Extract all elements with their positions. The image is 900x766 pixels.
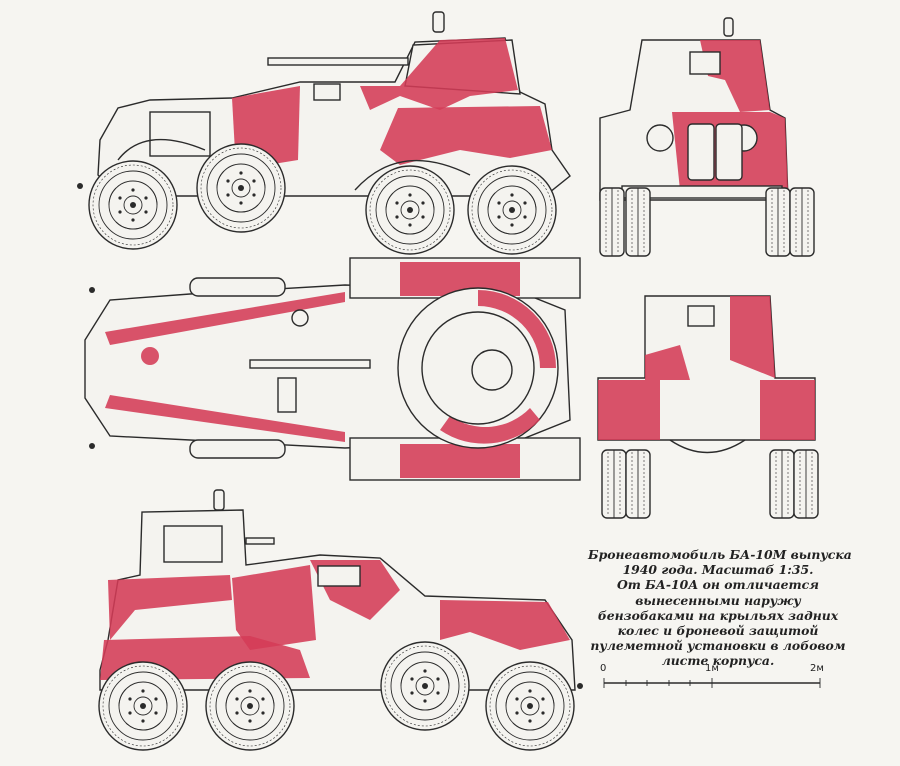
paint-bottom-2 [232, 565, 316, 650]
paint-rear-1 [730, 296, 775, 378]
periscope-front [723, 17, 734, 37]
front-tyre-left-2 [625, 187, 651, 257]
radiator-door-left [687, 123, 715, 181]
rear-hatch [687, 305, 715, 327]
caption-line-2: 1940 года. Масштаб 1:35. [622, 562, 814, 578]
front-visor [689, 51, 721, 75]
drawing-caption: Бронеавтомобиль БА-10М выпуска 1940 года… [588, 547, 852, 669]
plan-wheel-front-lower [189, 439, 286, 459]
wheel-top-2 [196, 143, 286, 233]
front-view [599, 17, 815, 257]
rear-tyre-2 [625, 449, 651, 519]
paint-plan-fender-1 [400, 262, 520, 296]
radiator-door-right [715, 123, 743, 181]
hatch-top [313, 83, 341, 101]
hatch-bottom [317, 565, 361, 587]
wheel-bottom-4 [485, 661, 575, 751]
paint-bottom-1 [108, 575, 232, 640]
plan-lamp-2 [89, 443, 95, 449]
paint-plan-stripe-2 [105, 395, 345, 442]
plan-wheel-front-upper [189, 277, 286, 297]
rear-view [597, 295, 819, 519]
paint-turret-2 [440, 408, 540, 444]
rear-axle [669, 439, 746, 454]
wheel-top-1 [88, 160, 178, 250]
front-tyre-right-2 [789, 187, 815, 257]
paint-hull-top-2 [360, 38, 518, 110]
paint-plan-fender-2 [400, 444, 520, 478]
scale-label-2m: 2м [810, 663, 824, 674]
caption-line-7: пулеметной установки в лобовом [590, 638, 846, 654]
rear-tyre-3 [769, 449, 795, 519]
plan-hatch-1 [291, 309, 309, 327]
front-tyre-right [765, 187, 791, 257]
turret-bottom [163, 525, 223, 563]
turret-hatch [471, 349, 513, 391]
paint-rear-4 [645, 345, 690, 380]
wheel-top-3 [365, 165, 455, 255]
scale-bar [603, 678, 821, 688]
paint-turret-1 [478, 290, 556, 368]
side-view-top [77, 11, 571, 255]
caption-line-3: От БА-10А он отличается [616, 577, 820, 593]
plan-hatch-2 [277, 377, 297, 413]
scale-label-1m: 1м [705, 663, 719, 674]
plan-view [84, 257, 581, 481]
paint-plan-spot [141, 347, 159, 365]
wheel-bottom-3 [380, 641, 470, 731]
paint-hull-top-3 [380, 106, 552, 165]
paint-rear-3 [760, 380, 815, 440]
scale-label-0: 0 [600, 663, 607, 674]
periscope-top [432, 11, 445, 33]
plan-lamp-1 [89, 287, 95, 293]
caption-line-5: бензобаками на крыльях задних [597, 607, 839, 623]
wheel-bottom-2 [205, 661, 295, 751]
caption-line-6: колес и броневой защитой [617, 623, 819, 639]
tail-lamp-bottom [577, 683, 583, 689]
caption-line-4: вынесенными наружу [635, 592, 801, 608]
wheel-top-4 [467, 165, 557, 255]
wheel-bottom-1 [98, 661, 188, 751]
gun-barrel-top [267, 57, 409, 66]
hood-panel [149, 111, 211, 157]
headlight-top [77, 183, 83, 189]
front-tyre-left [599, 187, 625, 257]
caption-line-1: Бронеавтомобиль БА-10М выпуска [588, 547, 852, 562]
paint-bottom-4 [440, 600, 570, 650]
rear-tyre-4 [793, 449, 819, 519]
paint-rear-2 [598, 380, 660, 440]
paint-plan-stripe-1 [105, 292, 345, 345]
caption-line-8: листе корпуса. [661, 653, 775, 669]
side-view-bottom [98, 489, 583, 751]
fender-lines-top [117, 138, 471, 191]
gun-bottom [245, 537, 275, 545]
rear-tyre-1 [601, 449, 627, 519]
plan-gun [249, 359, 371, 369]
periscope-bottom [213, 489, 225, 511]
headlight-left [646, 124, 674, 152]
